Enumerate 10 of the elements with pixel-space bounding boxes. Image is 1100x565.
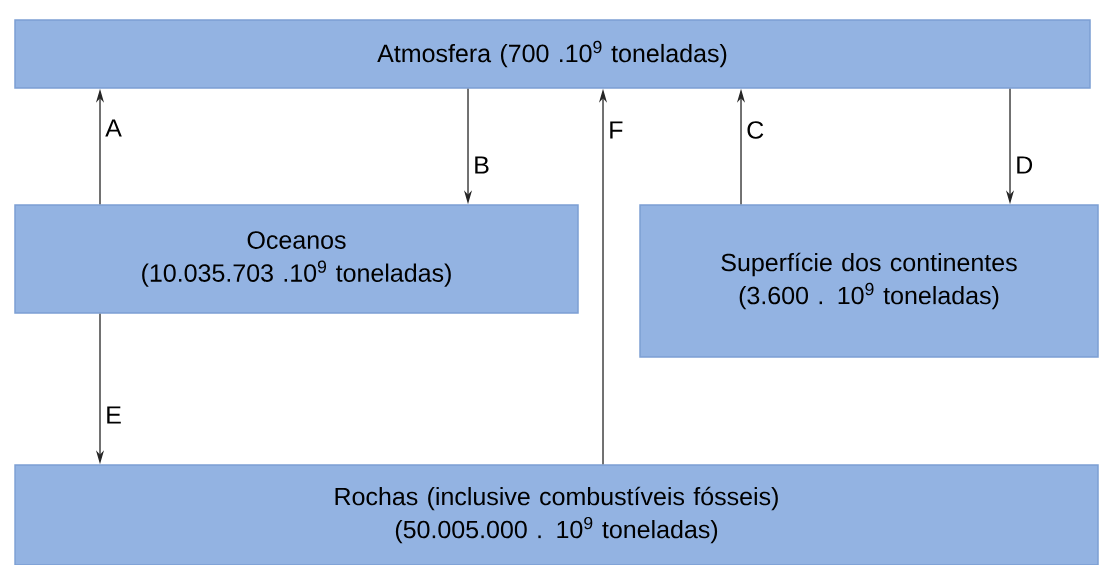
process-box: Oceanos (10.035.703 .10$^{9}$ toneladas) <box>14 204 579 314</box>
edge-label: F <box>610 121 623 139</box>
process-box: Superfície dos continentes (3.600 . 10$^{9}$ toneladas) <box>639 204 1099 358</box>
process-box: Rochas (inclusive combustíveis fósseis) (50.005.000 . 10$^{9}$ toneladas) <box>14 464 1099 565</box>
edge-label: B <box>475 156 489 174</box>
edge-label: A <box>105 119 122 137</box>
edge-label: D <box>1017 156 1033 174</box>
edge-label: E <box>107 406 121 424</box>
edge-label: C <box>747 121 764 139</box>
process-box: Atmosfera (700 .10$^{9}$ toneladas) <box>14 19 1091 89</box>
